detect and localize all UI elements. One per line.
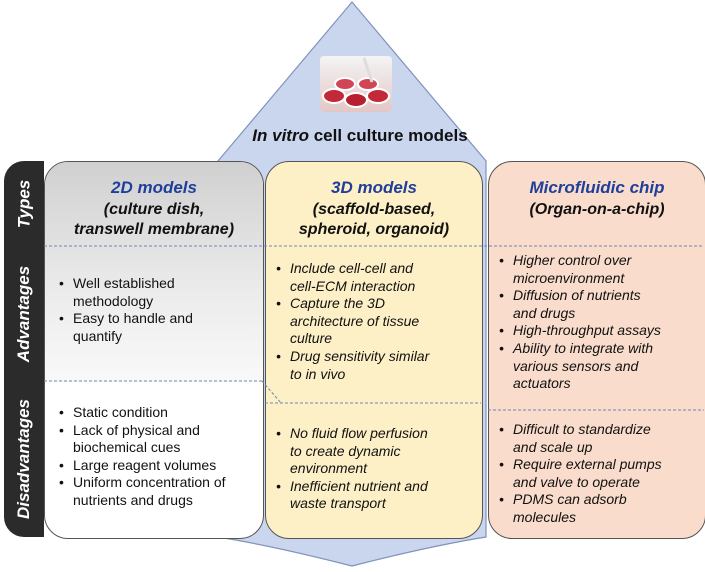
column-title: 2D models <box>111 178 197 197</box>
main-title: In vitro cell culture models <box>200 126 520 146</box>
row-label-advantages: Advantages <box>14 265 33 362</box>
column-subtitle-line: transwell membrane) <box>73 221 235 238</box>
row-label-disadvantages: Disadvantages <box>14 399 33 519</box>
row-label-sidebar <box>4 161 44 537</box>
cell-culture-photo <box>320 56 392 112</box>
column-subtitle-line: (scaffold-based, <box>312 201 436 218</box>
column-microfluidic-chip: Microfluidic chip (Organ-on-a-chip) High… <box>488 161 705 539</box>
column-2d-models: 2D models (culture dish, transwell membr… <box>44 161 264 539</box>
column-3d-models: 3D models (scaffold-based, spheroid, org… <box>265 161 483 539</box>
list-item: Static condition <box>59 404 263 422</box>
column-subtitle-line: (Organ-on-a-chip) <box>529 201 665 218</box>
row-label-types-cell: Types <box>4 161 44 246</box>
row-label-types: Types <box>14 179 34 228</box>
row-label-disadvantages-cell: Disadvantages <box>4 381 44 537</box>
column-title: 3D models <box>331 178 417 197</box>
column-subtitle-line: (culture dish, <box>103 201 205 218</box>
row-label-advantages-cell: Advantages <box>4 246 44 381</box>
list-item: High-throughput assays <box>499 322 703 340</box>
list-item: Large reagent volumes <box>59 457 263 475</box>
main-title-rest: cell culture models <box>308 126 468 145</box>
disadvantages-list: Static condition Lack of physical andbio… <box>59 404 263 510</box>
column-subtitle-line: spheroid, organoid) <box>298 221 450 238</box>
main-title-italic: In vitro <box>252 126 309 145</box>
column-title: Microfluidic chip <box>529 178 665 197</box>
